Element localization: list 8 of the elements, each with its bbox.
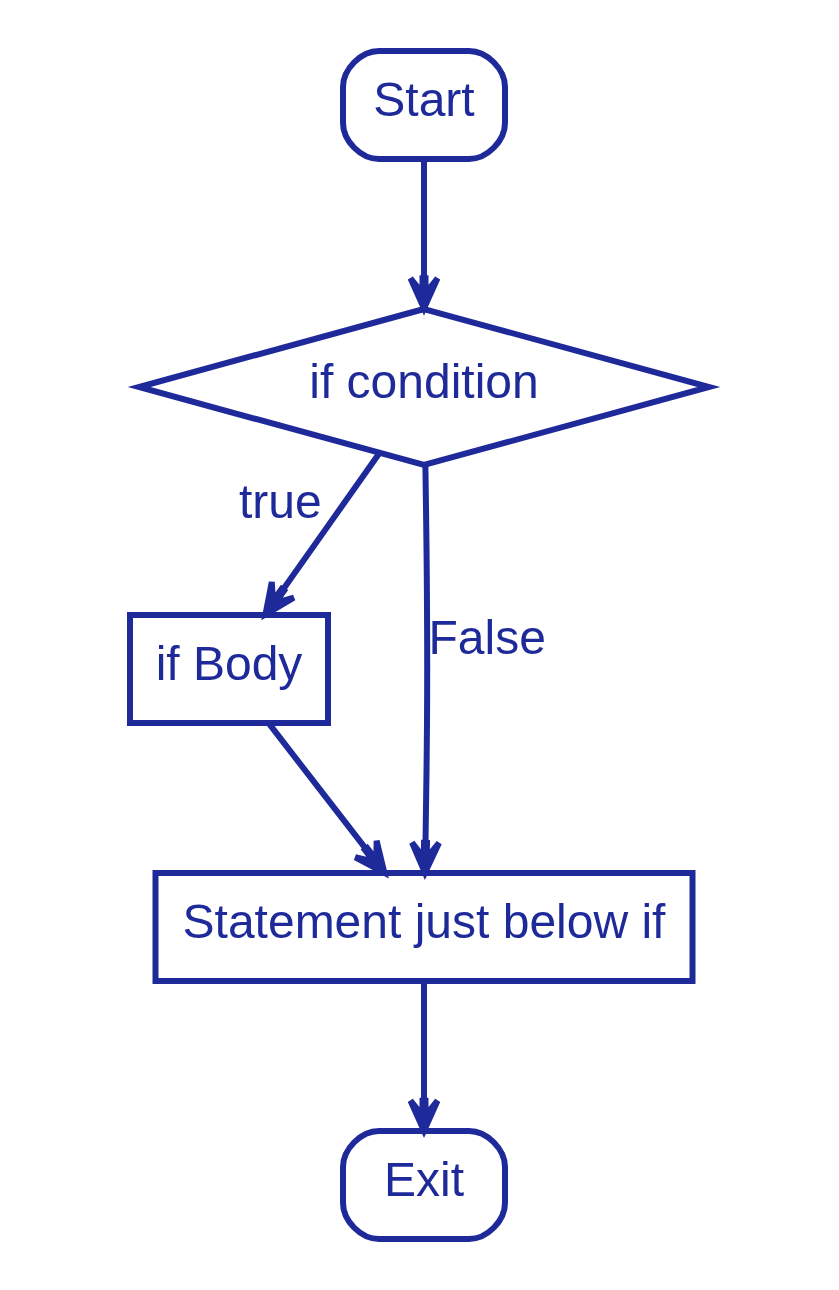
- node-box: Start: [340, 48, 508, 162]
- edge-label: true: [238, 475, 322, 529]
- edge-label: False: [428, 611, 546, 665]
- node-box: Statement just below if: [152, 870, 696, 984]
- arrow: [262, 452, 382, 618]
- node-box: if Body: [127, 612, 331, 726]
- node-box: Exit: [340, 1128, 508, 1242]
- node-diamond: if condition: [127, 305, 721, 469]
